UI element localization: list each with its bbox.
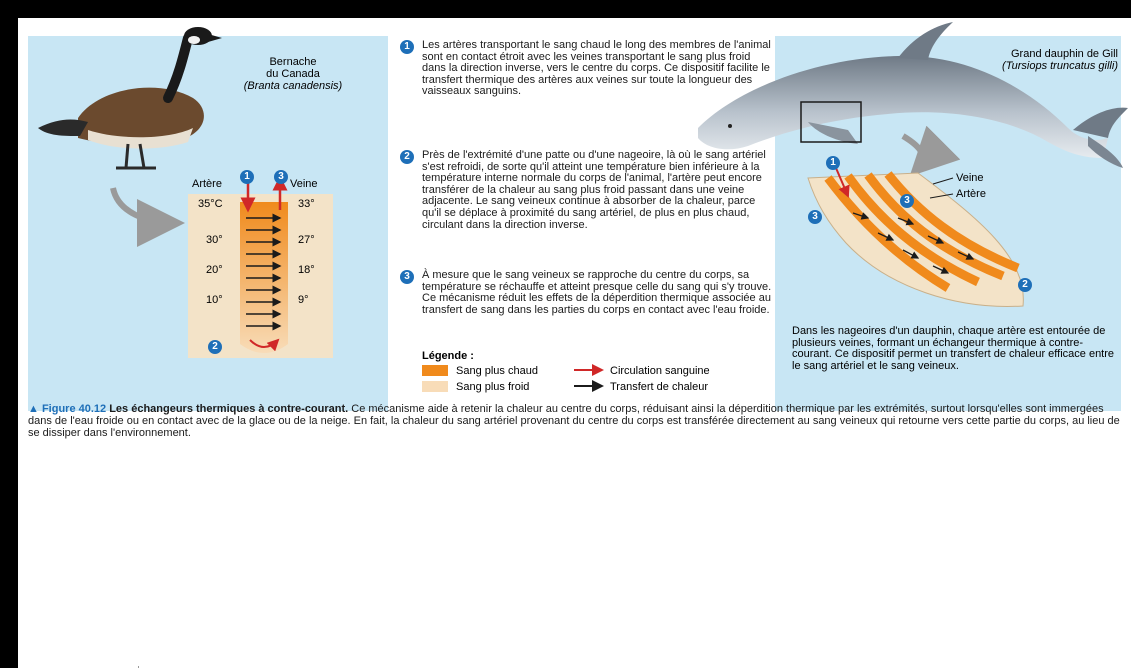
- goose-name: Bernache du Canada (Branta canadensis): [238, 56, 348, 92]
- goose-marker-2: 2: [208, 340, 222, 354]
- step-marker-2: 2: [400, 150, 414, 164]
- step-3-text: À mesure que le sang veineux se rapproch…: [422, 270, 774, 316]
- dolphin-zoom-arrow: [903, 136, 923, 168]
- figure-page: Bernache du Canada (Branta canadensis) A…: [18, 18, 1131, 668]
- goose-marker-1: 1: [240, 170, 254, 184]
- dolphin-name: Grand dauphin de Gill: [948, 48, 1118, 60]
- step-marker-3: 3: [400, 270, 414, 284]
- legend-cold-label: Sang plus froid: [456, 381, 529, 393]
- goose-zoom-arrow: [113, 188, 173, 223]
- artery-temp: 30°: [206, 234, 223, 246]
- legend-title: Légende :: [422, 350, 474, 362]
- vein-temp: 9°: [298, 294, 309, 306]
- dolphin-description: Dans les nageoires d'un dauphin, chaque …: [792, 326, 1118, 372]
- flipper-vein-pointer: [933, 178, 953, 184]
- artery-temp: 35°C: [198, 198, 223, 210]
- goose-artery-label: Artère: [192, 178, 222, 190]
- goose-marker-3: 3: [274, 170, 288, 184]
- goose-vein-label: Veine: [290, 178, 318, 190]
- dolphin-marker-3: 3: [808, 210, 822, 224]
- step-2-text: Près de l'extrémité d'une patte ou d'une…: [422, 150, 774, 231]
- legend-cold-swatch: [422, 381, 448, 392]
- figure-number: ▲ Figure 40.12: [28, 403, 106, 415]
- artery-temp: 10°: [206, 294, 223, 306]
- figure-caption: ▲ Figure 40.12 Les échangeurs thermiques…: [28, 403, 1123, 439]
- dolphin-marker-3: 3: [900, 194, 914, 208]
- goose-latin-name: (Branta canadensis): [238, 80, 348, 92]
- dolphin-artery-label: Artère: [956, 188, 986, 200]
- step-marker-1: 1: [400, 40, 414, 54]
- legend-warm-label: Sang plus chaud: [456, 365, 538, 377]
- vein-temp: 27°: [298, 234, 315, 246]
- legend-circulation-label: Circulation sanguine: [610, 365, 710, 377]
- dolphin-marker-2: 2: [1018, 278, 1032, 292]
- dolphin-vein-label: Veine: [956, 172, 984, 184]
- figure-title: Les échangeurs thermiques à contre-coura…: [109, 403, 348, 415]
- artery-temp: 20°: [206, 264, 223, 276]
- goose-name-line2: du Canada: [238, 68, 348, 80]
- step-1-text: Les artères transportant le sang chaud l…: [422, 40, 774, 98]
- legend-transfer-label: Transfert de chaleur: [610, 381, 708, 393]
- goose-name-line1: Bernache: [238, 56, 348, 68]
- dolphin-marker-1: 1: [826, 156, 840, 170]
- dolphin-latin-name: (Tursiops truncatus gilli): [948, 60, 1118, 72]
- goose-illustration: [38, 27, 222, 168]
- vein-temp: 18°: [298, 264, 315, 276]
- vein-temp: 33°: [298, 198, 315, 210]
- legend-warm-swatch: [422, 365, 448, 376]
